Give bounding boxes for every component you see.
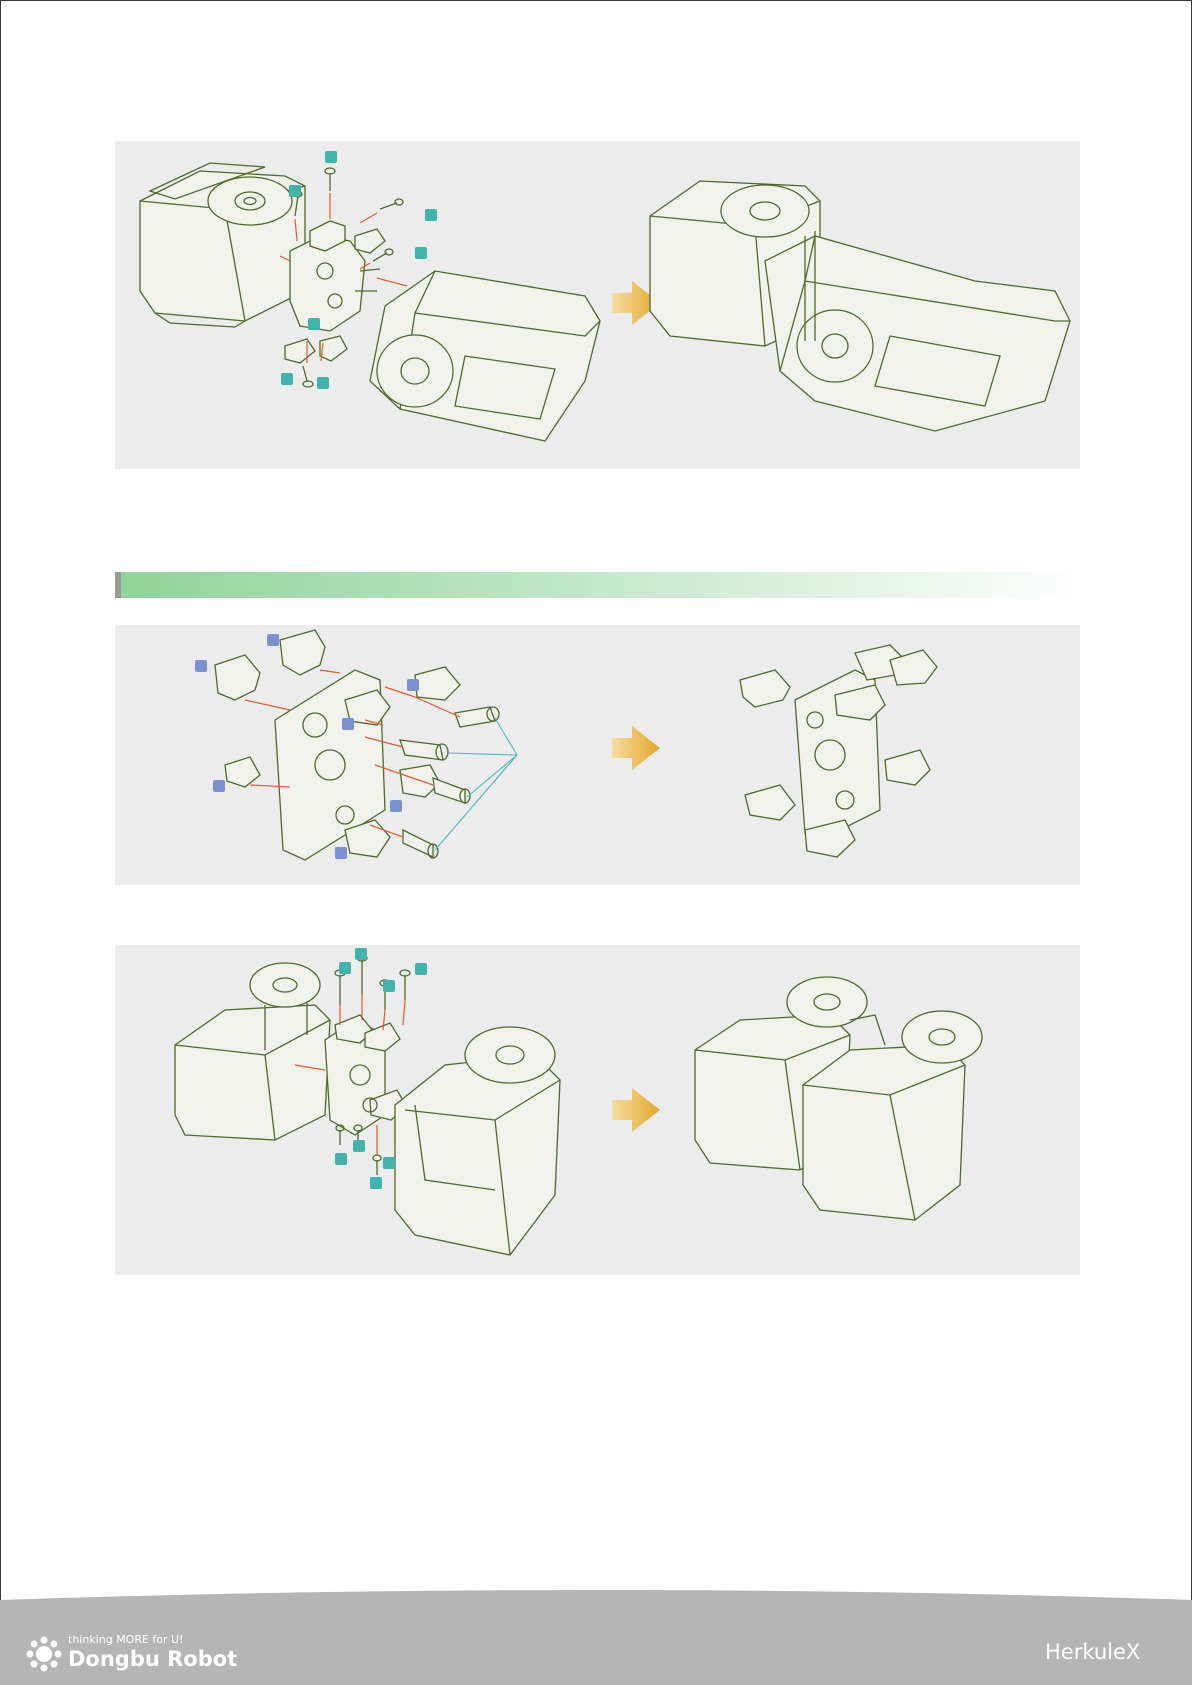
brand-tagline: thinking MORE for U! [68, 1633, 184, 1646]
bracket-assembled [740, 645, 937, 857]
product-logo: HerkuleX [1045, 1640, 1145, 1670]
servo-motor-right [370, 271, 600, 441]
assembly-arrow [612, 1088, 660, 1132]
servo-motor-assembled [650, 181, 1070, 431]
assembly-arrow [612, 726, 660, 770]
parallel-servo-illustration [115, 945, 1080, 1275]
assembly-panel-2 [115, 625, 1080, 885]
servo-motor-left [175, 963, 330, 1140]
company-name: Dongbu Robot [68, 1647, 237, 1671]
exploded-servo-illustration [115, 141, 1080, 469]
servo-motor-left [140, 163, 305, 327]
assembly-panel-3 [115, 945, 1080, 1275]
assembly-panel-1 [115, 141, 1080, 469]
company-brand: thinking MORE for U! Dongbu Robot [26, 1630, 266, 1678]
sun-flower-logo-icon [26, 1636, 62, 1672]
servo-motor-right [395, 1027, 560, 1255]
section-header-bar [115, 572, 1080, 598]
bracket-frame-illustration [115, 625, 1080, 885]
servo-motor-assembled [695, 977, 982, 1220]
